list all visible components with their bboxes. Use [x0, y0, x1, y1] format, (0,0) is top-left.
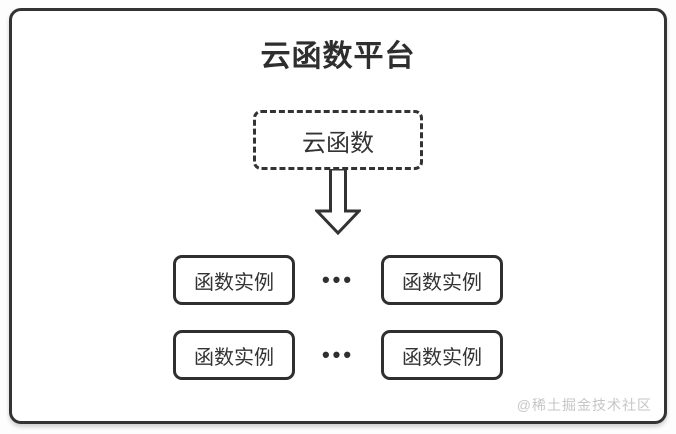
function-instance-box: 函数实例 — [173, 255, 295, 305]
function-instance-box: 函数实例 — [381, 255, 503, 305]
instance-row-1: 函数实例 ••• 函数实例 — [12, 255, 664, 305]
down-arrow-icon — [315, 169, 361, 235]
ellipsis: ••• — [321, 267, 355, 292]
watermark: @稀土掘金技术社区 — [516, 397, 652, 413]
function-instance-label: 函数实例 — [402, 271, 482, 294]
ellipsis: ••• — [321, 342, 355, 367]
diagram-title: 云函数平台 — [260, 40, 416, 73]
function-instance-box: 函数实例 — [381, 330, 503, 380]
function-instance-label: 函数实例 — [194, 271, 274, 294]
function-instance-box: 函数实例 — [173, 330, 295, 380]
instance-row-2: 函数实例 ••• 函数实例 — [12, 330, 664, 380]
cloud-function-label: 云函数 — [302, 129, 374, 157]
platform-frame: 云函数平台 云函数 函数实例 ••• 函数实例 函数实例 ••• 函数实例 — [9, 8, 667, 424]
function-instance-label: 函数实例 — [194, 346, 274, 369]
function-instance-label: 函数实例 — [402, 346, 482, 369]
cloud-function-box: 云函数 — [253, 110, 423, 170]
